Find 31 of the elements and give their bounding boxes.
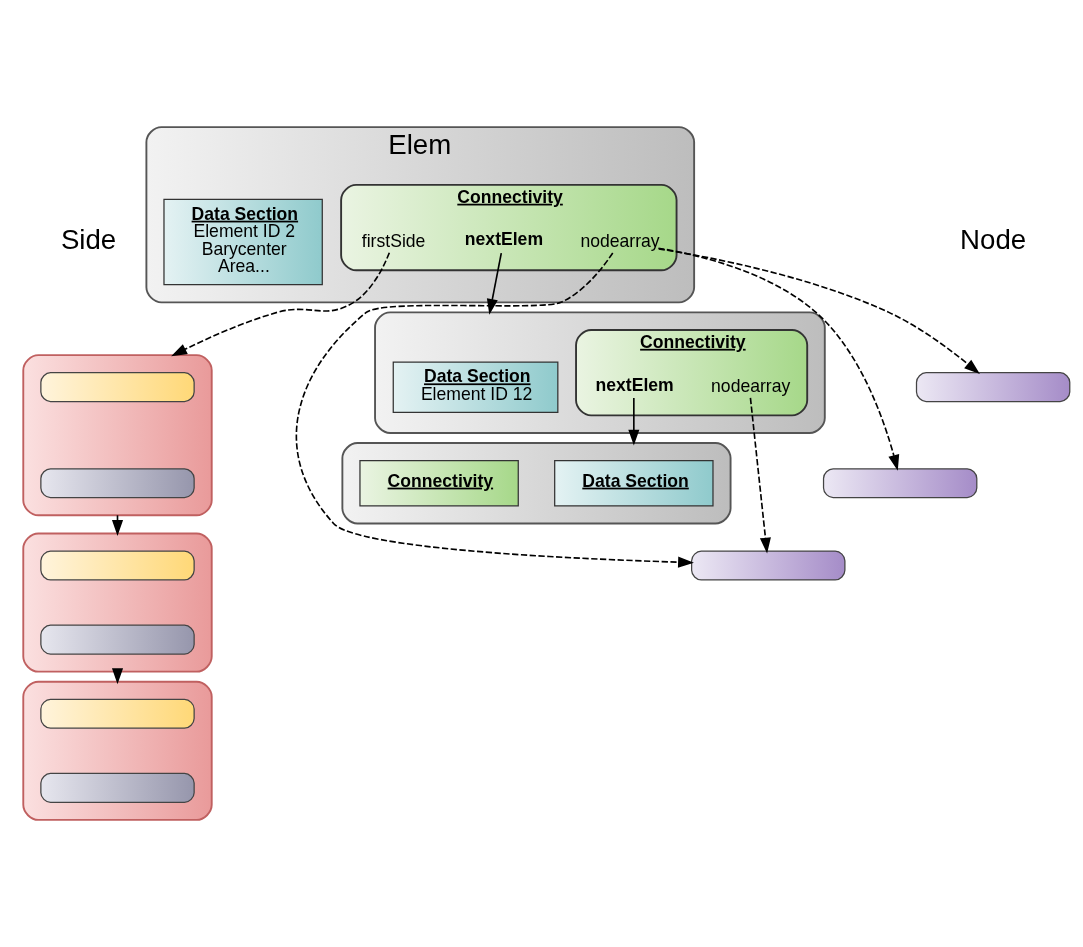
cluster xyxy=(341,442,732,525)
node-bar xyxy=(40,468,195,499)
arrow xyxy=(628,397,640,446)
node-text: nextElem xyxy=(595,374,674,395)
node-box: Connectivity xyxy=(359,460,519,507)
node-text: nodearray xyxy=(711,375,791,396)
node-bar xyxy=(40,772,195,803)
node-bar xyxy=(40,624,195,655)
node-bar xyxy=(822,468,978,499)
cluster xyxy=(22,532,213,673)
cluster xyxy=(22,354,213,517)
node-bar xyxy=(691,550,846,581)
arrow xyxy=(749,397,771,554)
node-bar xyxy=(915,372,1071,403)
node-text: nextElem xyxy=(464,229,544,250)
cluster xyxy=(22,680,213,821)
node-text: firstSide xyxy=(361,230,426,251)
node-box: Data Section Element ID 2 Barycenter Area... xyxy=(163,198,323,286)
label: Side xyxy=(60,224,117,256)
node-box: Data Section xyxy=(554,460,714,507)
arrow xyxy=(171,251,391,357)
node-bar xyxy=(40,372,195,403)
arrow xyxy=(295,252,694,568)
arrow xyxy=(486,252,503,315)
arrow xyxy=(657,248,980,375)
arrow xyxy=(657,247,900,471)
node-bar xyxy=(40,698,195,729)
node-bar xyxy=(40,550,195,581)
node-box: Data Section Element ID 12 xyxy=(392,361,559,413)
node-text: nodearray xyxy=(580,230,660,251)
label: Node xyxy=(960,224,1027,256)
